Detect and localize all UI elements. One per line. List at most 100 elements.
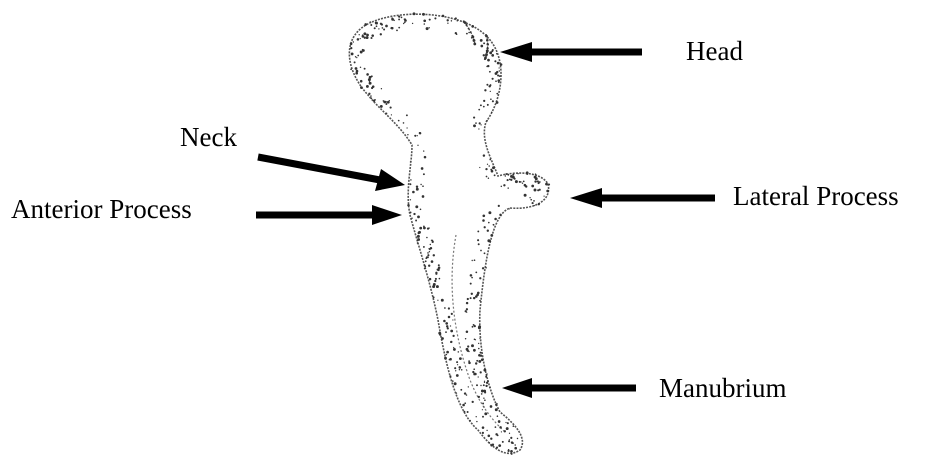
- stipple-dot: [486, 120, 488, 122]
- stipple-dot: [486, 47, 488, 49]
- stipple-dot: [417, 135, 418, 136]
- stipple-dot: [481, 393, 483, 395]
- stipple-dot: [429, 249, 430, 250]
- stipple-dot: [446, 351, 449, 354]
- stipple-dot: [545, 183, 548, 186]
- stipple-dot: [362, 49, 363, 50]
- stipple-dot: [407, 134, 408, 135]
- stipple-dot: [443, 320, 446, 323]
- stipple-dot: [485, 267, 487, 269]
- stipple-dot: [486, 430, 487, 431]
- stipple-dot: [484, 89, 486, 91]
- stipple-dot: [525, 185, 527, 187]
- stipple-dot: [501, 431, 502, 432]
- stipple-dot: [478, 325, 481, 328]
- stipple-dot: [507, 174, 509, 176]
- stipple-dot: [370, 37, 372, 39]
- stipple-dot: [475, 122, 477, 124]
- stipple-dot: [406, 127, 407, 128]
- stipple-dot: [473, 297, 475, 299]
- stipple-dot: [495, 80, 497, 82]
- stipple-dot: [505, 422, 506, 423]
- stipple-dot: [415, 220, 417, 222]
- stipple-dot: [512, 176, 515, 179]
- stipple-dot: [424, 23, 426, 25]
- stipple-dot: [480, 355, 482, 357]
- stipple-dot: [487, 230, 489, 232]
- stipple-dot: [473, 117, 475, 119]
- stipple-dot: [481, 358, 484, 361]
- stipple-dot: [481, 390, 484, 393]
- stipple-dot: [376, 25, 378, 27]
- stipple-dot: [478, 343, 479, 344]
- stipple-dot: [488, 435, 491, 438]
- stipple-dot: [488, 442, 490, 444]
- stipple-dot: [356, 70, 359, 73]
- stipple-dot: [425, 260, 427, 262]
- stipple-dot: [380, 105, 383, 108]
- stipple-dot: [469, 29, 470, 30]
- stipple-dot: [417, 242, 419, 244]
- stipple-dot: [450, 330, 453, 333]
- stipple-dot: [478, 243, 480, 245]
- stipple-dot: [435, 278, 437, 280]
- stipple-dot: [486, 66, 488, 68]
- stipple-dot: [374, 27, 376, 29]
- stipple-dot: [532, 202, 534, 204]
- stipple-dot: [428, 265, 430, 267]
- stipple-dot: [391, 114, 392, 115]
- stipple-dot: [410, 199, 411, 200]
- stipple-dot: [410, 179, 412, 181]
- stipple-dot: [476, 384, 478, 386]
- stipple-dot: [494, 174, 496, 176]
- stipple-dot: [370, 95, 372, 97]
- stipple-dot: [486, 373, 488, 375]
- stipple-dot: [456, 374, 459, 377]
- stipple-dot: [480, 385, 481, 386]
- stipple-dot: [359, 34, 360, 35]
- stipple-dot: [483, 154, 485, 156]
- stipple-dot: [490, 91, 491, 92]
- stipple-dot: [439, 278, 441, 280]
- stipple-dot: [360, 67, 361, 68]
- stipple-dot: [416, 188, 419, 191]
- stipple-dot: [510, 450, 513, 453]
- stipple-dot: [495, 408, 498, 411]
- stipple-dot: [385, 25, 388, 28]
- stipple-dot: [478, 109, 480, 111]
- stipple-dot: [422, 195, 425, 198]
- stipple-dot: [512, 174, 514, 176]
- stipple-dot: [500, 63, 503, 66]
- stipple-dot: [471, 293, 473, 295]
- stipple-dot: [353, 41, 354, 42]
- stipple-dot: [505, 173, 507, 175]
- stipple-dot: [403, 23, 404, 24]
- stipple-dot: [480, 39, 483, 42]
- stipple-dot: [426, 237, 428, 239]
- stipple-dot: [427, 252, 429, 254]
- stipple-dot: [372, 85, 375, 88]
- stipple-dot: [483, 42, 485, 44]
- stipple-dot: [426, 27, 429, 30]
- stipple-dot: [450, 325, 451, 326]
- stipple-dot: [480, 45, 483, 48]
- stipple-dot: [466, 330, 469, 333]
- stipple-dot: [498, 444, 501, 447]
- stipple-dot: [471, 277, 473, 279]
- stipple-dot: [370, 21, 371, 22]
- stipple-dot: [385, 103, 387, 105]
- stipple-dot: [446, 325, 448, 327]
- stipple-dot: [543, 195, 544, 196]
- stipple-dot: [452, 335, 454, 337]
- stipple-dot: [467, 345, 469, 347]
- stipple-dot: [366, 73, 369, 76]
- stipple-dot: [476, 421, 477, 422]
- stipple-dot: [432, 240, 434, 242]
- stipple-dot: [460, 389, 462, 391]
- stipple-dot: [490, 234, 493, 237]
- stipple-dot: [478, 348, 480, 350]
- stipple-dot: [398, 27, 400, 29]
- stipple-dot: [414, 135, 416, 137]
- stipple-dot: [438, 264, 440, 266]
